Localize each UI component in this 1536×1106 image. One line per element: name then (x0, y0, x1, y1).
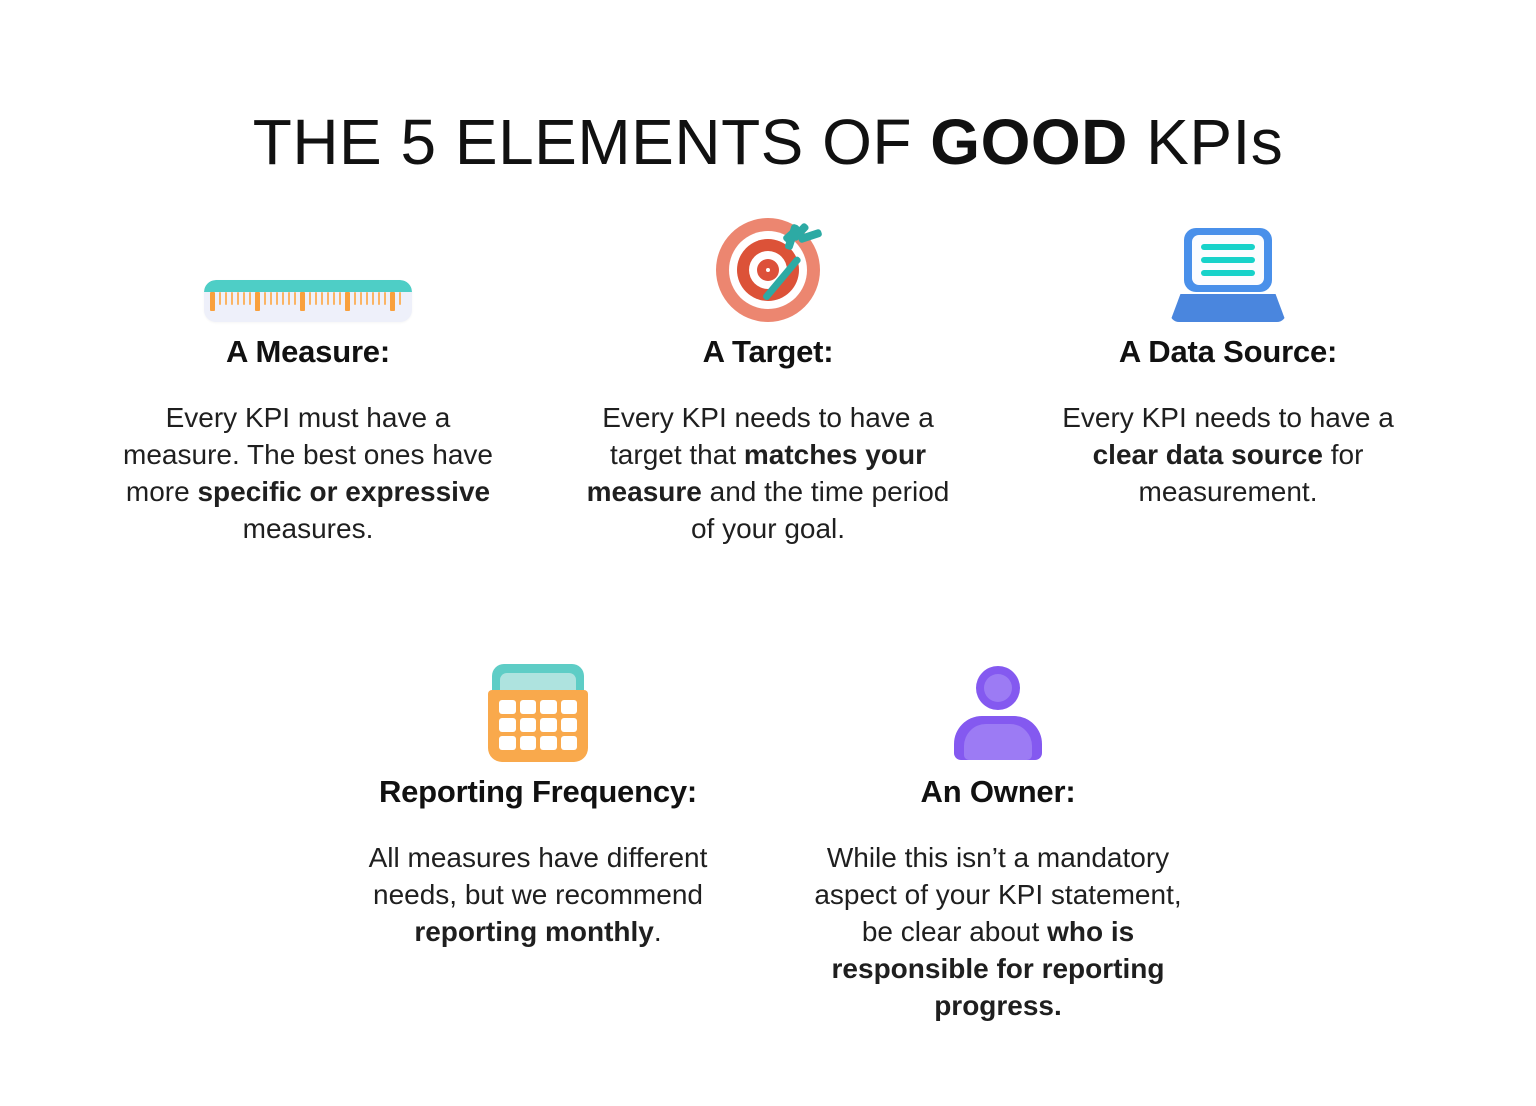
icon-slot (950, 650, 1046, 762)
calendar-header (492, 664, 584, 694)
target-icon (716, 218, 823, 322)
element-title-data-source: A Data Source: (1118, 334, 1338, 369)
page-title-emphasis: GOOD (930, 105, 1128, 178)
element-title-owner: An Owner: (920, 774, 1076, 809)
element-card-owner: An Owner: While this isn’t a mandatory a… (768, 650, 1228, 1025)
element-title-target: A Target: (702, 334, 834, 369)
element-card-reporting-frequency: Reporting Frequency: All measures have d… (308, 650, 768, 1025)
page-title-suffix: KPIs (1127, 105, 1284, 178)
laptop-screen (1184, 228, 1272, 292)
element-body-target: Every KPI needs to have a target that ma… (586, 402, 950, 544)
icon-slot (204, 210, 412, 322)
element-card-data-source: A Data Source: Every KPI needs to have a… (998, 210, 1458, 548)
icon-slot (716, 210, 823, 322)
elements-row-bottom: Reporting Frequency: All measures have d… (0, 650, 1536, 1025)
page-title-prefix: THE 5 ELEMENTS OF (252, 105, 931, 178)
element-card-measure: A Measure: Every KPI must have a measure… (78, 210, 538, 548)
ruler-icon (204, 280, 412, 322)
elements-row-top: A Measure: Every KPI must have a measure… (0, 210, 1536, 548)
icon-slot (488, 650, 588, 762)
icon-slot (1170, 210, 1286, 322)
person-icon (950, 666, 1046, 762)
element-title-reporting-frequency: Reporting Frequency: (378, 774, 698, 809)
page-title: THE 5 ELEMENTS OF GOOD KPIs (0, 105, 1536, 178)
element-title-measure: A Measure: (226, 334, 390, 369)
calendar-grid (488, 690, 588, 762)
calendar-icon (488, 664, 588, 762)
laptop-base (1170, 294, 1286, 322)
ruler-ticks (210, 292, 406, 322)
element-body-reporting-frequency: All measures have different needs, but w… (368, 842, 708, 947)
element-body-measure: Every KPI must have a measure. The best … (123, 402, 493, 544)
laptop-icon (1170, 228, 1286, 322)
element-body-data-source: Every KPI needs to have a clear data sou… (1062, 402, 1394, 507)
element-card-target: A Target: Every KPI needs to have a targ… (538, 210, 998, 548)
ruler-top-strip (204, 280, 412, 292)
element-body-owner: While this isn’t a mandatory aspect of y… (814, 842, 1182, 1021)
